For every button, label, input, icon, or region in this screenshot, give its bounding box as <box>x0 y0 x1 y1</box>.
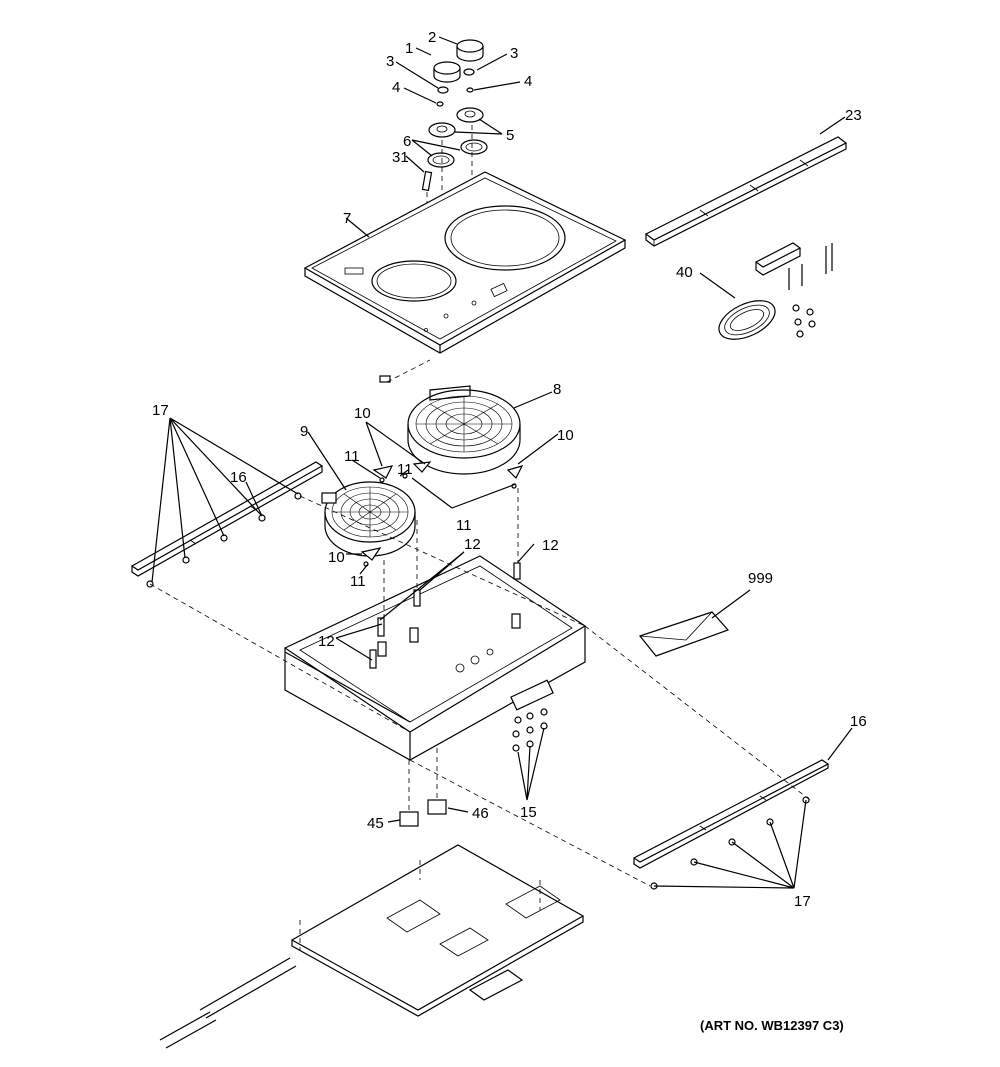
part-label-8: 8 <box>553 381 561 398</box>
part-label-3: 3 <box>510 45 518 62</box>
part-label-1: 1 <box>405 40 413 57</box>
part-label-16: 16 <box>230 469 247 486</box>
part-label-10: 10 <box>354 405 371 422</box>
bottom-panel <box>159 844 585 1049</box>
nut-cluster <box>512 708 548 752</box>
part-label-9: 9 <box>300 423 308 440</box>
part-label-15: 15 <box>520 804 537 821</box>
switches <box>399 748 447 827</box>
part-label-23: 23 <box>845 107 862 124</box>
part-label-12: 12 <box>318 633 335 650</box>
trim-strip <box>644 136 848 247</box>
part-label-2: 2 <box>428 29 436 46</box>
part-label-17: 17 <box>152 402 169 419</box>
part-label-4: 4 <box>524 73 532 90</box>
art-number: (ART NO. WB12397 C3) <box>700 1018 844 1033</box>
part-labels: 1 2 3 3 4 4 5 6 31 7 23 40 8 9 10 10 10 … <box>152 29 867 910</box>
part-label-4: 4 <box>392 79 400 96</box>
part-label-6: 6 <box>403 133 411 150</box>
gasket-ring <box>718 300 776 340</box>
glass-cooktop <box>303 171 627 354</box>
part-label-31: 31 <box>392 149 409 166</box>
radiant-element-large <box>407 385 521 475</box>
part-label-11: 11 <box>397 461 413 478</box>
left-rail <box>130 461 324 588</box>
literature-envelope <box>638 611 730 657</box>
part-label-11: 11 <box>350 573 366 590</box>
part-label-999: 999 <box>748 570 773 587</box>
springs <box>369 488 521 669</box>
part-label-40: 40 <box>676 264 693 281</box>
part-label-12: 12 <box>464 536 481 553</box>
element-brackets <box>360 359 524 567</box>
part-label-7: 7 <box>343 210 351 227</box>
leader-lines <box>151 36 853 889</box>
part-label-10: 10 <box>557 427 574 444</box>
part-label-3: 3 <box>386 53 394 70</box>
right-rail <box>632 759 830 890</box>
part-label-16: 16 <box>850 713 867 730</box>
part-label-10: 10 <box>328 549 345 566</box>
part-label-17: 17 <box>794 893 811 910</box>
part-label-45: 45 <box>367 815 384 832</box>
part-label-11: 11 <box>344 448 360 465</box>
alignment-lines <box>149 495 811 887</box>
radiant-element-small <box>321 481 416 557</box>
mounting-hardware <box>754 242 833 338</box>
part-label-5: 5 <box>506 127 514 144</box>
part-label-11: 11 <box>456 517 472 534</box>
part-label-46: 46 <box>472 805 489 822</box>
burner-box <box>283 555 587 761</box>
part-label-12: 12 <box>542 537 559 554</box>
